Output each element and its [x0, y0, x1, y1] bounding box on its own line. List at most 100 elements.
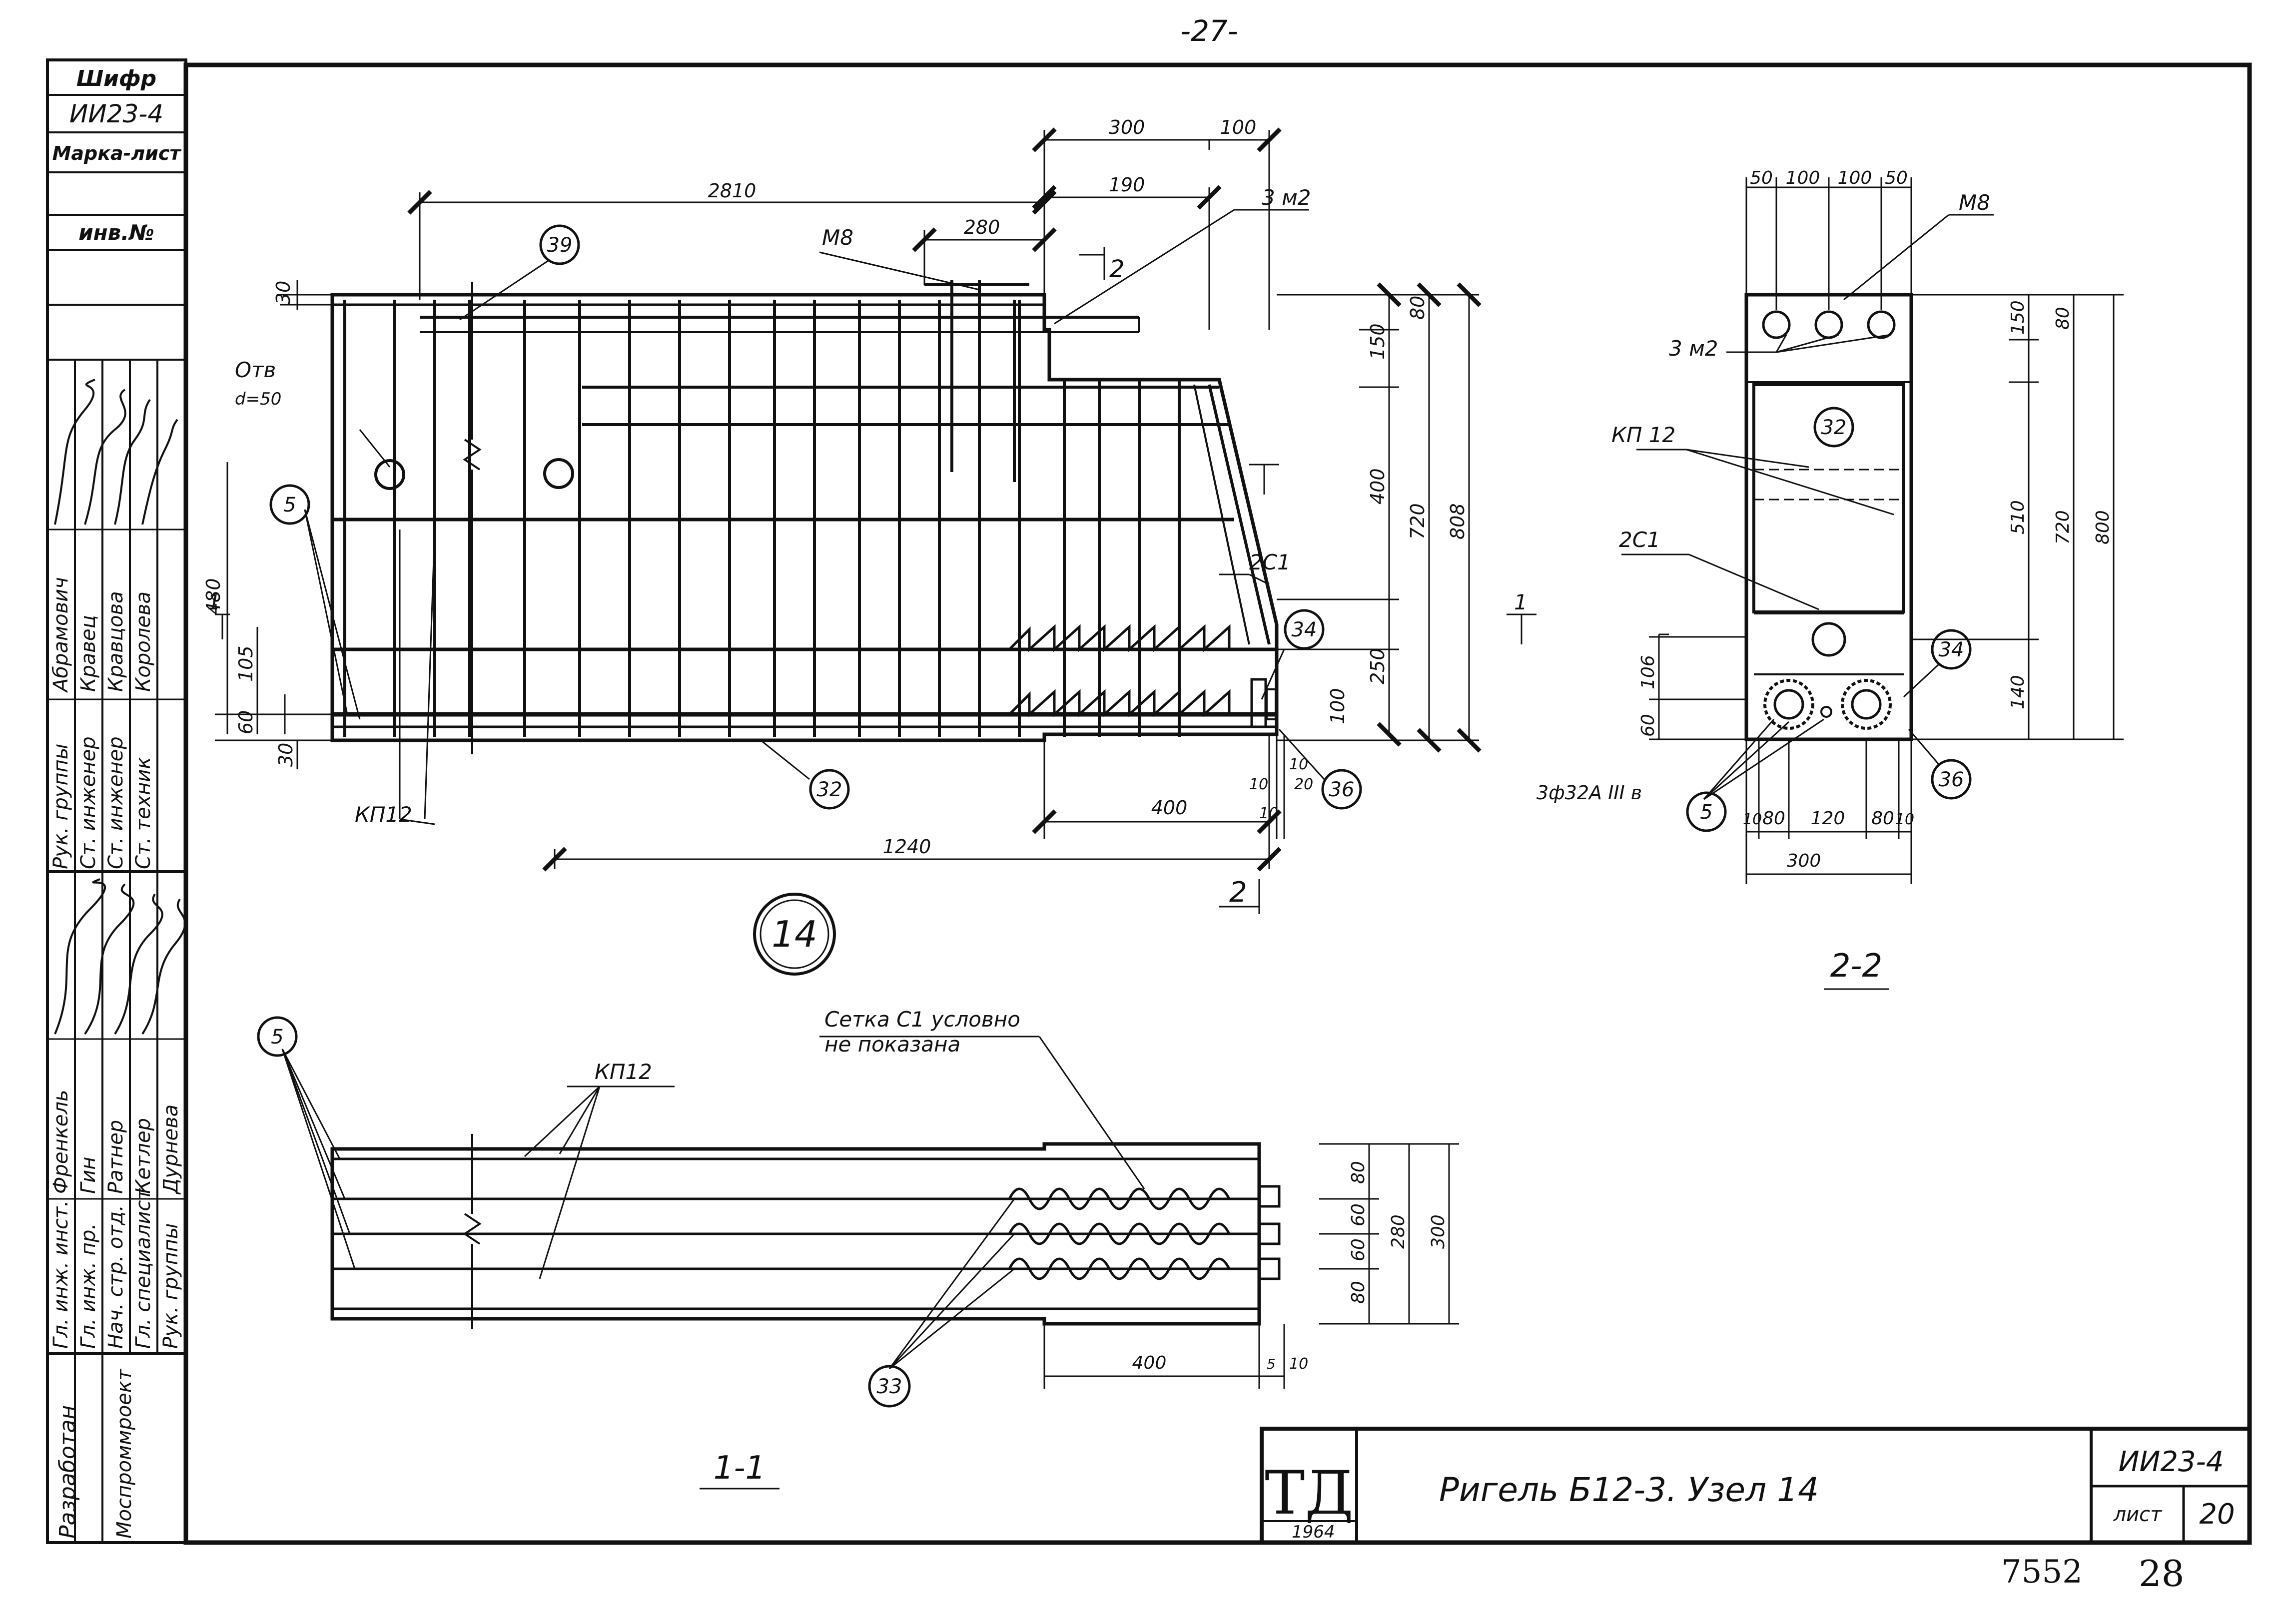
position-9: Рук. группы — [159, 1223, 182, 1349]
position-2: Ст. инженер — [77, 736, 100, 869]
s22-dim-720: 720 — [2053, 510, 2073, 544]
callout-32-s22: 32 — [1813, 407, 1854, 448]
s11-dim-80-b: 80 — [1348, 1281, 1369, 1304]
name-6: Гин — [77, 1157, 100, 1194]
s22-dim-100-a: 100 — [1786, 168, 1820, 188]
svg-text:33: 33 — [877, 1375, 902, 1398]
dim-720-right: 720 — [1407, 503, 1429, 539]
td-year: 1964 — [1292, 1522, 1335, 1542]
section-1-1-title: 1-1 — [714, 1450, 766, 1487]
s22-dim-140: 140 — [2008, 675, 2028, 709]
s11-dim-280: 280 — [1388, 1214, 1409, 1249]
position-3: Ст. инженер — [104, 736, 127, 869]
section-2-2-title: 2-2 — [1830, 948, 1883, 985]
s22-dim-300: 300 — [1787, 851, 1821, 871]
callout-5-s11: 5 — [257, 1016, 298, 1057]
s11-dim-5: 5 — [1267, 1356, 1276, 1372]
sheet-number-bottom: 28 — [2139, 1553, 2185, 1595]
label-otv-d: d=50 — [235, 389, 281, 409]
s11-label-kp12: КП12 — [595, 1060, 652, 1084]
svg-text:34: 34 — [1939, 638, 1964, 661]
s22-dim-10-a: 10 — [1743, 811, 1762, 828]
sheet-frame — [183, 62, 2252, 1545]
drawing-title: Ригель Б12-3. Узел 14 — [1439, 1471, 1819, 1509]
main-leaders — [215, 209, 1325, 914]
s22-label-3m2: 3 м2 — [1669, 336, 1718, 361]
position-1: Рук. группы — [49, 744, 72, 869]
label-2c1-main: 2С1 — [1249, 550, 1291, 574]
position-5: Гл. инж. инст. — [49, 1200, 72, 1349]
drawing-code: ИИ23-4 — [2119, 1446, 2224, 1478]
name-3: Кравцова — [104, 591, 127, 692]
position-7: Нач. стр. отд. — [104, 1205, 127, 1349]
dim-100-right: 100 — [1327, 688, 1349, 724]
callout-33-s11: 33 — [868, 1365, 911, 1408]
s11-dim-80-a: 80 — [1348, 1161, 1369, 1184]
svg-text:14: 14 — [771, 913, 817, 955]
callout-5-s22: 5 — [1686, 791, 1727, 832]
main-elevation — [330, 280, 1279, 754]
callout-36-main: 36 — [1321, 769, 1362, 810]
s22-dim-120: 120 — [1811, 808, 1845, 829]
callout-34-main: 34 — [1284, 609, 1325, 650]
svg-text:36: 36 — [1329, 778, 1355, 801]
s22-dim-106: 106 — [1638, 655, 1658, 689]
dim-100-top: 100 — [1220, 116, 1257, 138]
svg-text:5: 5 — [271, 1026, 283, 1049]
name-8: Кетлер — [132, 1118, 155, 1194]
dim-60: 60 — [235, 710, 257, 734]
s22-dim-150: 150 — [2008, 300, 2028, 335]
node-14-badge: 14 — [753, 893, 836, 976]
dim-105: 105 — [235, 645, 257, 682]
dim-30-top: 30 — [272, 281, 294, 305]
dim-190: 190 — [1109, 174, 1145, 196]
callout-39: 39 — [539, 224, 580, 265]
name-4: Королева — [132, 591, 155, 692]
svg-text:32: 32 — [817, 778, 842, 801]
s22-label-m8: М8 — [1959, 190, 1990, 215]
marka-label: Марка-лист — [52, 142, 182, 164]
dim-300-top: 300 — [1109, 116, 1145, 138]
label-kp12-main: КП12 — [355, 802, 412, 827]
org-developed: Разработан — [55, 1405, 80, 1539]
name-7: Ратнер — [104, 1120, 127, 1194]
s22-dim-80-a: 80 — [1762, 808, 1785, 829]
position-4: Ст. техник — [132, 757, 155, 869]
org-mosprom: Моспроммроект — [113, 1368, 136, 1539]
title-block — [1260, 1427, 2252, 1545]
name-5: Френкель — [49, 1090, 72, 1194]
svg-text:5: 5 — [1700, 801, 1712, 824]
s22-dim-100-b: 100 — [1838, 168, 1872, 188]
sheet-label: лист — [2113, 1503, 2163, 1526]
dim-10-b: 10 — [1259, 805, 1278, 822]
s22-label-2c1: 2С1 — [1619, 528, 1660, 552]
s22-dim-80: 80 — [2053, 307, 2073, 330]
s22-section-mark-1: 1 — [1514, 590, 1528, 614]
dim-250-right: 250 — [1367, 648, 1389, 684]
s11-dim-10: 10 — [1289, 1355, 1308, 1373]
main-dimensions — [215, 127, 1482, 872]
s22-dim-60: 60 — [1638, 714, 1658, 737]
dim-20: 20 — [1294, 776, 1313, 793]
cipher-value: ИИ23-4 — [69, 99, 163, 128]
label-m8-main: М8 — [822, 225, 853, 250]
s22-label-rebar: 3ф32А III в — [1536, 782, 1642, 804]
inv-label: инв.№ — [78, 220, 154, 245]
s11-mesh-note-1: Сетка С1 условно — [824, 1007, 1020, 1032]
s11-dim-400: 400 — [1132, 1353, 1167, 1373]
dim-10-a: 10 — [1249, 776, 1268, 793]
page-number-top: -27- — [1180, 14, 1238, 48]
s22-dim-800: 800 — [2093, 510, 2113, 544]
s11-dim-60-a: 60 — [1348, 1203, 1369, 1226]
left-stamp-strip — [46, 58, 187, 1544]
s22-dim-50-a: 50 — [1750, 168, 1773, 188]
section-mark-1-left: 1 — [207, 590, 221, 614]
s11-mesh-note-2: не показана — [824, 1032, 960, 1057]
callout-5-main: 5 — [269, 484, 310, 525]
label-3m2-main: 3 м2 — [1262, 185, 1311, 210]
s11-dim-60-b: 60 — [1348, 1238, 1369, 1261]
position-8: Гл. специалист — [132, 1188, 155, 1349]
callout-36-s22: 36 — [1931, 759, 1972, 800]
dim-150-right: 150 — [1367, 323, 1389, 360]
section-2-2 — [1507, 177, 2124, 990]
